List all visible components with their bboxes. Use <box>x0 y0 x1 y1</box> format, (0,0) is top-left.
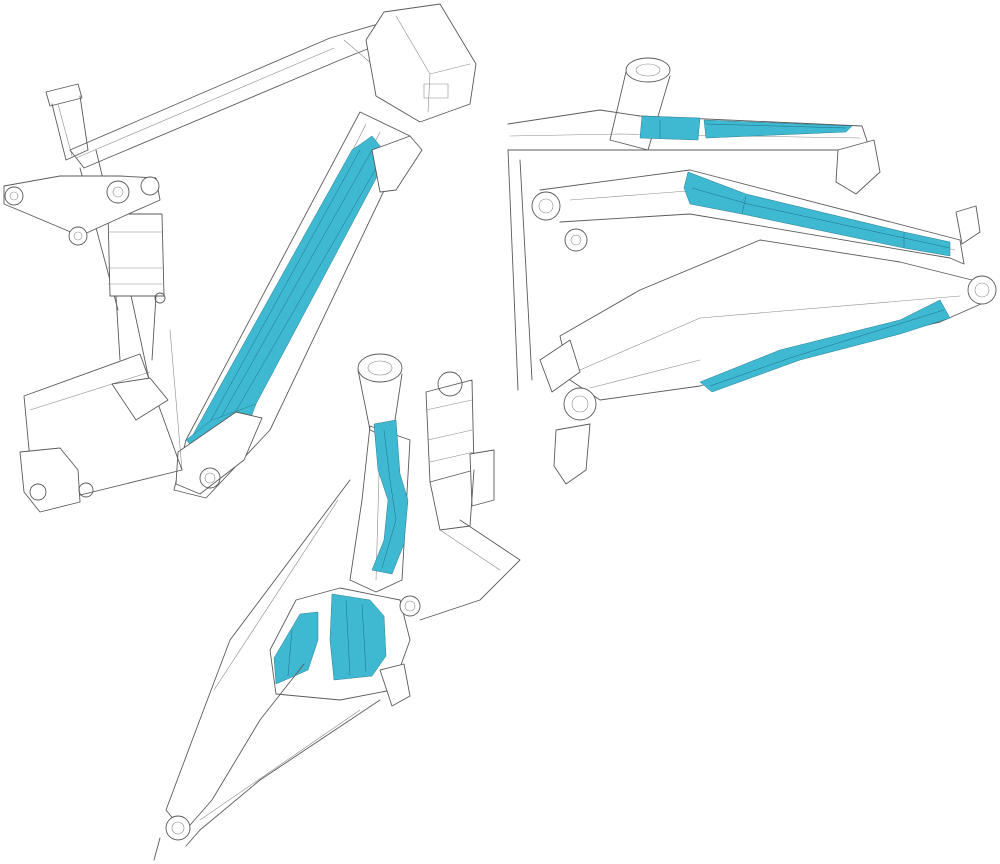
top-tube <box>69 19 401 169</box>
chainstay-rear-view <box>559 239 991 401</box>
left-side-view <box>3 3 477 513</box>
top-tube-protection <box>639 115 853 141</box>
dropout-front-view <box>153 663 411 861</box>
battery-housing <box>365 3 477 123</box>
rocker-link <box>3 175 161 246</box>
chainstay <box>19 353 183 513</box>
head-tube <box>45 83 89 161</box>
right-rear-view <box>507 57 997 485</box>
seat-tube-rear-view <box>507 149 533 391</box>
top-tube-rear-view <box>507 109 871 151</box>
rear-pivots <box>531 139 997 485</box>
bottom-bracket-protection <box>273 593 387 685</box>
chainstay-protection <box>699 299 951 393</box>
down-tube-protection <box>185 135 389 453</box>
seat-stay-protection <box>683 171 951 257</box>
rear-shock <box>107 213 166 361</box>
rear-shock-front-view <box>425 371 495 531</box>
motor-cover <box>175 135 423 495</box>
front-three-quarter-view <box>153 353 521 861</box>
down-tube-front-protection <box>371 419 409 575</box>
stays-front-view <box>165 479 521 847</box>
head-tube-rear-view <box>609 57 671 151</box>
seat-stay <box>539 169 965 265</box>
